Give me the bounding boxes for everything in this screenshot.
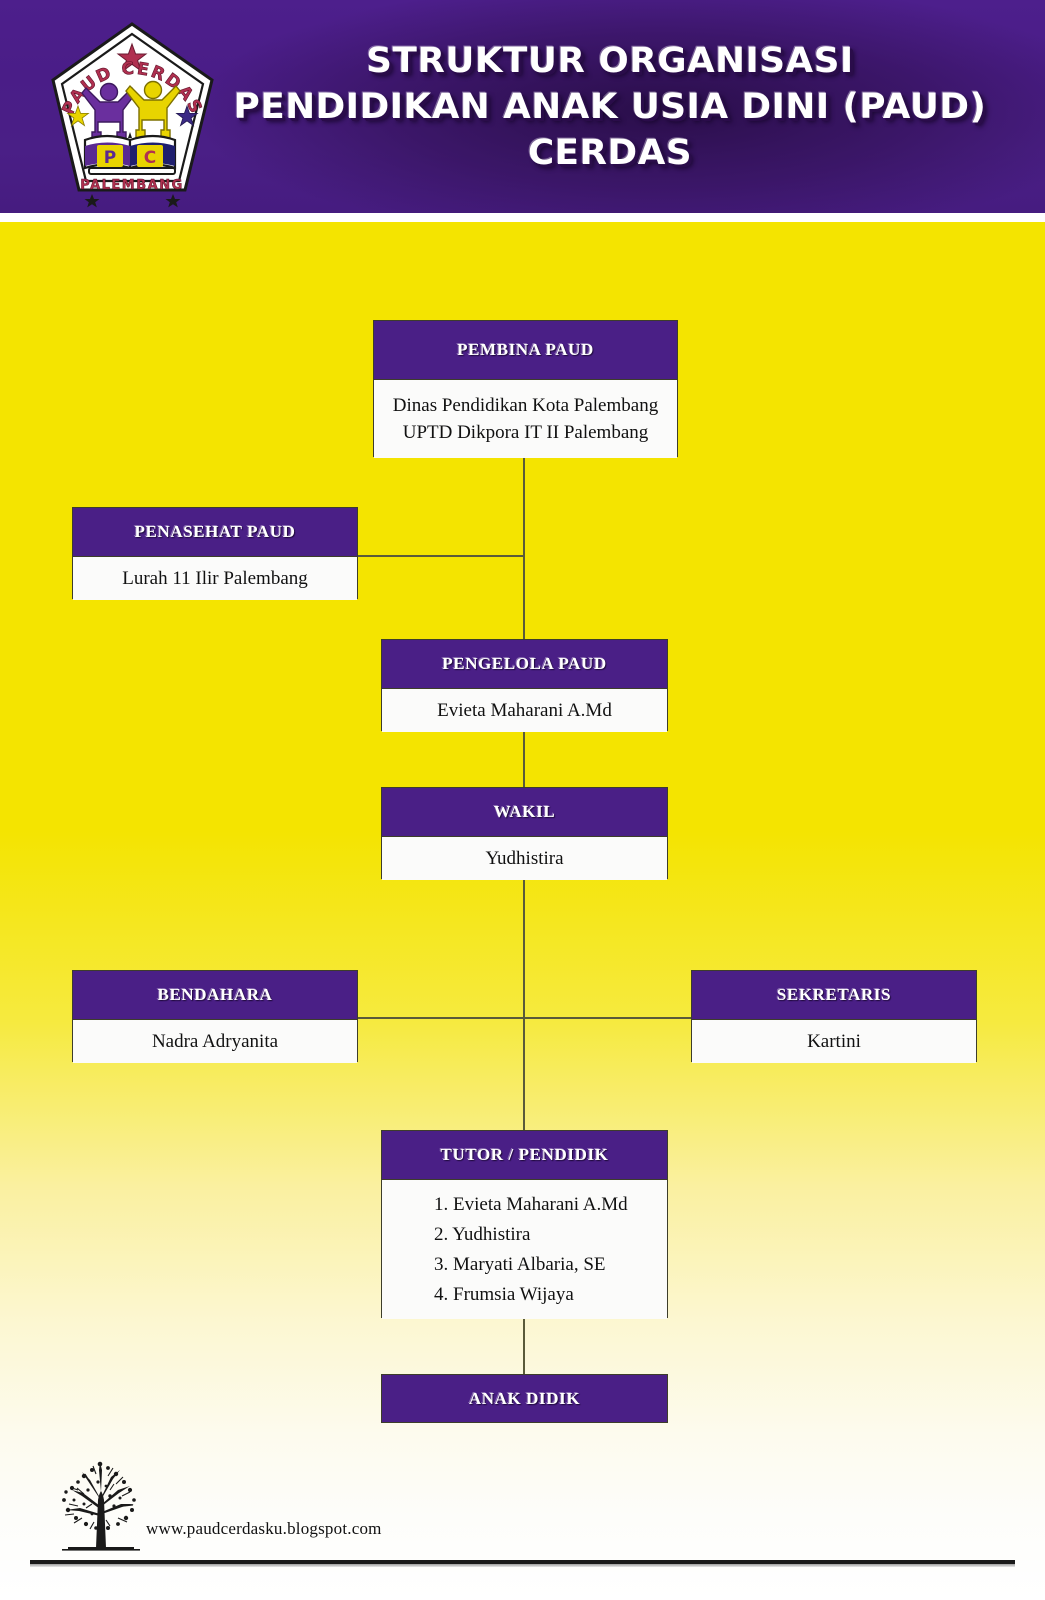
node-pembina-body: Dinas Pendidikan Kota Palembang UPTD Dik… — [374, 379, 677, 458]
node-pengelola-line-1: Evieta Maharani A.Md — [437, 700, 612, 721]
node-tutor-line-3: 3. Maryati Albaria, SE — [434, 1253, 606, 1275]
node-tutor-line-2: 2. Yudhistira — [434, 1223, 531, 1245]
node-tutor-pendidik[interactable]: TUTOR / PENDIDIK 1. Evieta Maharani A.Md… — [381, 1130, 668, 1319]
node-sekretaris-line-1: Kartini — [807, 1031, 861, 1052]
header-divider-strip — [0, 213, 1045, 222]
node-pengelola-paud[interactable]: PENGELOLA PAUD Evieta Maharani A.Md — [381, 639, 668, 732]
tree-silhouette-icon — [48, 1444, 153, 1554]
node-wakil[interactable]: WAKIL Yudhistira — [381, 787, 668, 880]
node-bendahara-line-1: Nadra Adryanita — [151, 1031, 279, 1052]
connector-pembina-to-pengelola — [523, 456, 525, 642]
title-line-1: STRUKTUR ORGANISASI — [366, 41, 854, 81]
node-tutor-line-1: 1. Evieta Maharani A.Md — [434, 1193, 628, 1215]
node-wakil-title: WAKIL — [382, 788, 667, 836]
node-penasehat-title: PENASEHAT PAUD — [73, 508, 357, 556]
node-tutor-line-4: 4. Frumsia Wijaya — [434, 1283, 574, 1305]
connector-pengelola-to-wakil — [523, 730, 525, 790]
footer-website-url[interactable]: www.paudcerdasku.blogspot.com — [146, 1519, 382, 1538]
node-anak-didik-title: ANAK DIDIK — [382, 1375, 667, 1422]
node-pembina-line-1: Dinas Pendidikan Kota Palembang — [392, 395, 659, 416]
node-wakil-body: Yudhistira — [382, 836, 667, 880]
connector-tutor-to-anak-didik — [523, 1317, 525, 1375]
connector-bendahara-sekretaris — [357, 1017, 692, 1019]
star-left — [66, 104, 90, 127]
node-tutor-body: 1. Evieta Maharani A.Md 2. Yudhistira 3.… — [382, 1179, 667, 1319]
footer-divider-rule — [30, 1560, 1015, 1567]
title-line-3: CERDAS — [527, 133, 693, 173]
open-book-icon: P C — [83, 132, 177, 175]
poster-title: STRUKTUR ORGANISASI PENDIDIKAN ANAK USIA… — [210, 38, 1010, 176]
node-pengelola-title: PENGELOLA PAUD — [382, 640, 667, 688]
star-right — [175, 104, 199, 127]
node-bendahara-title: BENDAHARA — [73, 971, 357, 1019]
node-pembina-title: PEMBINA PAUD — [374, 321, 677, 379]
node-bendahara-body: Nadra Adryanita — [73, 1019, 357, 1063]
book-letter-c: C — [144, 148, 156, 168]
connector-wakil-to-tutor — [523, 877, 525, 1133]
title-line-2: PENDIDIKAN ANAK USIA DINI (PAUD) — [233, 87, 987, 127]
node-tutor-title: TUTOR / PENDIDIK — [382, 1131, 667, 1179]
node-bendahara[interactable]: BENDAHARA Nadra Adryanita — [72, 970, 358, 1063]
node-wakil-line-1: Yudhistira — [485, 848, 564, 869]
paud-cerdas-logo: PAUD CERDAS — [45, 18, 220, 208]
child-figure-purple — [81, 82, 137, 146]
node-sekretaris-body: Kartini — [692, 1019, 976, 1063]
node-sekretaris-title: SEKRETARIS — [692, 971, 976, 1019]
child-figure-yellow — [125, 80, 181, 146]
book-letter-p: P — [104, 148, 116, 168]
node-penasehat-line-1: Lurah 11 Ilir Palembang — [122, 568, 308, 589]
connector-penasehat-branch — [357, 555, 524, 557]
star-top — [116, 42, 148, 72]
node-pembina-paud[interactable]: PEMBINA PAUD Dinas Pendidikan Kota Palem… — [373, 320, 678, 458]
node-sekretaris[interactable]: SEKRETARIS Kartini — [691, 970, 977, 1063]
logo-bottom-text: PALEMBANG — [80, 178, 184, 193]
node-penasehat-body: Lurah 11 Ilir Palembang — [73, 556, 357, 600]
chart-canvas: PEMBINA PAUD Dinas Pendidikan Kota Palem… — [0, 222, 1045, 1600]
poster-header: PAUD CERDAS — [0, 0, 1045, 213]
node-penasehat-paud[interactable]: PENASEHAT PAUD Lurah 11 Ilir Palembang — [72, 507, 358, 600]
node-anak-didik[interactable]: ANAK DIDIK — [381, 1374, 668, 1423]
node-pengelola-body: Evieta Maharani A.Md — [382, 688, 667, 732]
node-pembina-line-2: UPTD Dikpora IT II Palembang — [402, 422, 649, 443]
